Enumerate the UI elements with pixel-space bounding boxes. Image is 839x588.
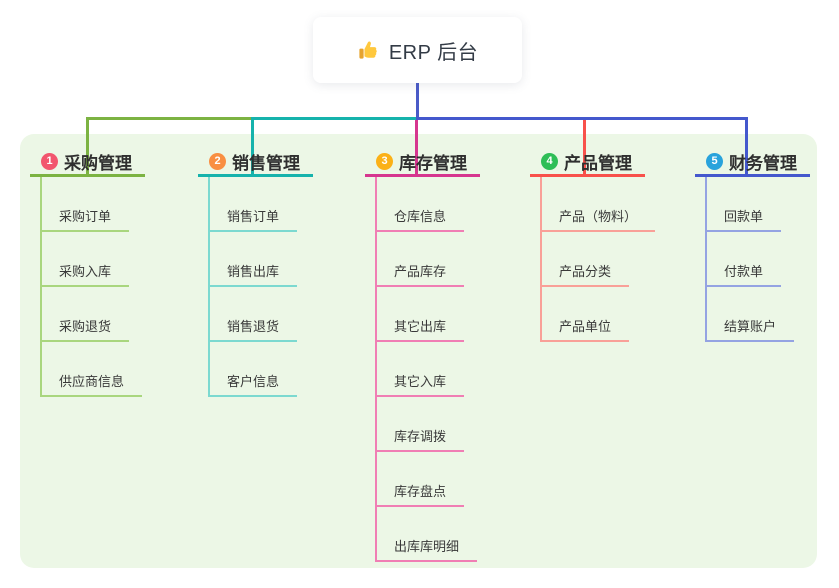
- branch-column-3: 3 库存管理 仓库信息产品库存其它出库其它入库库存调拨库存盘点出库库明细: [365, 149, 480, 562]
- child-node-label: 产品（物料）: [542, 210, 656, 232]
- connector-branch-drop-1: [86, 117, 89, 177]
- branch-header-4[interactable]: 4 产品管理: [530, 149, 645, 177]
- branch-label: 产品管理: [564, 154, 632, 173]
- branch-children: 销售订单销售出库销售退货客户信息: [208, 177, 313, 397]
- child-node-label: 采购退货: [42, 320, 130, 342]
- child-node[interactable]: 采购订单: [42, 177, 145, 232]
- branch-number-badge: 4: [541, 153, 558, 170]
- branch-column-1: 1 采购管理 采购订单采购入库采购退货供应商信息: [30, 149, 145, 397]
- connector-branch-drop-4: [583, 120, 586, 177]
- branch-label: 采购管理: [64, 154, 132, 173]
- branch-number-badge: 5: [706, 153, 723, 170]
- child-node[interactable]: 产品分类: [542, 232, 655, 287]
- branch-children: 回款单付款单结算账户: [705, 177, 810, 342]
- child-node[interactable]: 付款单: [707, 232, 810, 287]
- child-node-label: 仓库信息: [377, 210, 465, 232]
- child-node[interactable]: 结算账户: [707, 287, 810, 342]
- connector-branch-drop-5: [745, 117, 748, 177]
- branch-column-2: 2 销售管理 销售订单销售出库销售退货客户信息: [198, 149, 313, 397]
- child-node[interactable]: 客户信息: [210, 342, 313, 397]
- child-node[interactable]: 销售订单: [210, 177, 313, 232]
- branch-label: 财务管理: [729, 154, 797, 173]
- child-node[interactable]: 其它入库: [377, 342, 480, 397]
- branch-number-badge: 2: [209, 153, 226, 170]
- child-node[interactable]: 采购退货: [42, 287, 145, 342]
- branch-children: 仓库信息产品库存其它出库其它入库库存调拨库存盘点出库库明细: [375, 177, 480, 562]
- child-node[interactable]: 回款单: [707, 177, 810, 232]
- child-node[interactable]: 产品单位: [542, 287, 655, 342]
- child-node[interactable]: 产品（物料）: [542, 177, 656, 232]
- child-node-label: 库存盘点: [377, 485, 465, 507]
- branches-background-panel: [20, 134, 817, 568]
- branch-header-1[interactable]: 1 采购管理: [30, 149, 145, 177]
- child-node-label: 销售订单: [210, 210, 298, 232]
- thumbs-up-icon: [359, 40, 377, 59]
- branch-column-4: 4 产品管理 产品（物料） 产品分类产品单位: [530, 149, 656, 342]
- child-node-label: 结算账户: [707, 320, 795, 342]
- child-node-label: 库存调拨: [377, 430, 465, 452]
- child-node[interactable]: 其它出库: [377, 287, 480, 342]
- child-node[interactable]: 仓库信息: [377, 177, 480, 232]
- child-node[interactable]: 销售退货: [210, 287, 313, 342]
- child-node-label: 供应商信息: [42, 375, 143, 397]
- child-node-label: 销售退货: [210, 320, 298, 342]
- child-node[interactable]: 采购入库: [42, 232, 145, 287]
- connector-branch-drop-3: [415, 120, 418, 177]
- root-node-label: ERP 后台: [388, 41, 479, 64]
- connector-root-drop: [416, 83, 419, 117]
- child-node-label: 付款单: [707, 265, 782, 287]
- child-node-label: 出库库明细: [377, 540, 478, 562]
- child-node[interactable]: 库存调拨: [377, 397, 480, 452]
- connector-branch-drop-2: [251, 117, 254, 177]
- child-node[interactable]: 出库库明细: [377, 507, 480, 562]
- child-node[interactable]: 库存盘点: [377, 452, 480, 507]
- connector-horizontal-teal: [251, 117, 416, 120]
- child-node[interactable]: 产品库存: [377, 232, 480, 287]
- branch-label: 库存管理: [399, 154, 467, 173]
- child-node[interactable]: 供应商信息: [42, 342, 145, 397]
- connector-horizontal-green: [86, 117, 254, 120]
- branch-header-3[interactable]: 3 库存管理: [365, 149, 480, 177]
- branch-column-5: 5 财务管理 回款单付款单结算账户: [695, 149, 810, 342]
- child-node-label: 采购订单: [42, 210, 130, 232]
- root-node-erp[interactable]: ERP 后台: [313, 17, 522, 83]
- branch-children: 产品（物料） 产品分类产品单位: [540, 177, 656, 342]
- child-node-label: 销售出库: [210, 265, 298, 287]
- branch-header-5[interactable]: 5 财务管理: [695, 149, 810, 177]
- child-node-label: 客户信息: [210, 375, 298, 397]
- child-node-label: 产品单位: [542, 320, 630, 342]
- branch-number-badge: 3: [376, 153, 393, 170]
- child-node-label: 回款单: [707, 210, 782, 232]
- branch-label: 销售管理: [232, 154, 300, 173]
- connector-horizontal-blue: [416, 117, 748, 120]
- branch-children: 采购订单采购入库采购退货供应商信息: [40, 177, 145, 397]
- child-node-label: 产品库存: [377, 265, 465, 287]
- branch-header-2[interactable]: 2 销售管理: [198, 149, 313, 177]
- child-node[interactable]: 销售出库: [210, 232, 313, 287]
- branch-number-badge: 1: [41, 153, 58, 170]
- child-node-label: 产品分类: [542, 265, 630, 287]
- child-node-label: 采购入库: [42, 265, 130, 287]
- child-node-label: 其它入库: [377, 375, 465, 397]
- child-node-label: 其它出库: [377, 320, 465, 342]
